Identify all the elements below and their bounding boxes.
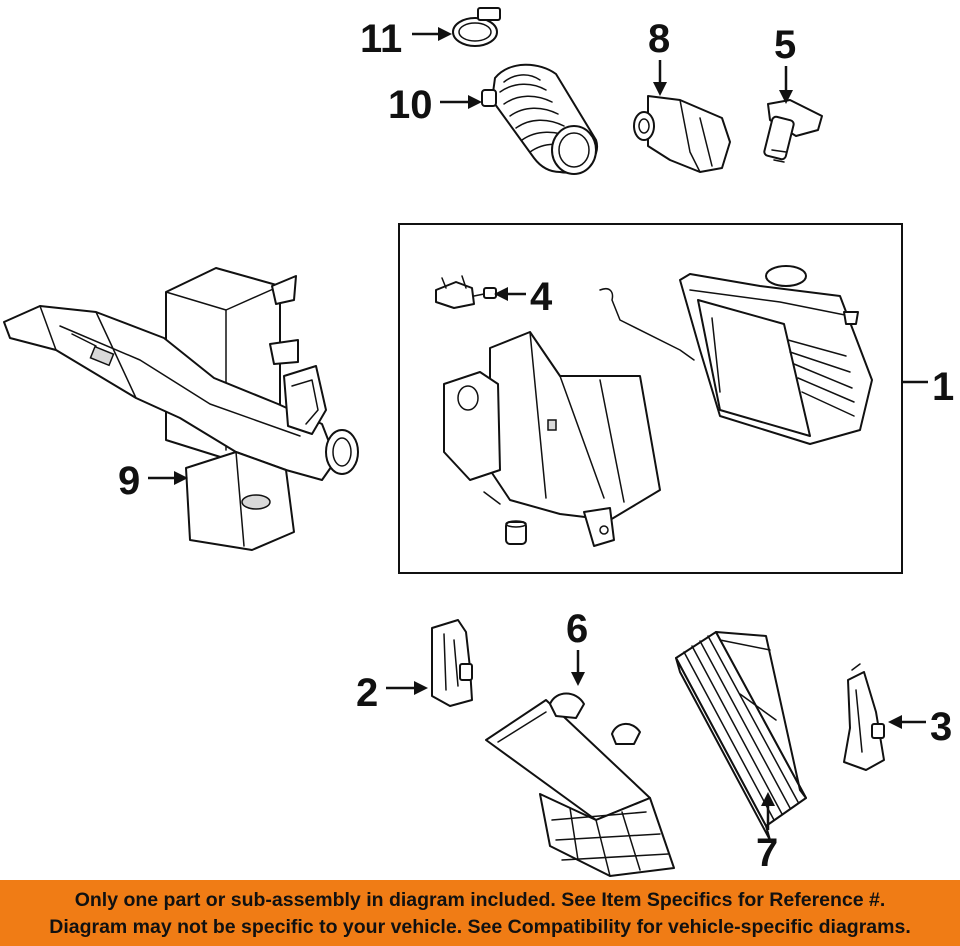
callout-10: 10: [388, 83, 482, 127]
part-7-air-filter: [675, 631, 807, 841]
part-2-bracket: [431, 619, 473, 707]
part-4-connector: [435, 275, 497, 309]
svg-text:9: 9: [118, 459, 140, 503]
part-1-lower-airbox: [443, 331, 661, 547]
svg-text:3: 3: [930, 705, 952, 749]
callout-4: 4: [494, 275, 553, 319]
svg-text:7: 7: [756, 831, 778, 875]
part-5-maf-sensor: [763, 99, 823, 163]
disclaimer-line-2: Diagram may not be specific to your vehi…: [49, 916, 911, 938]
callout-8: 8: [648, 17, 670, 96]
svg-text:10: 10: [388, 83, 433, 127]
callout-1: 1: [902, 365, 954, 409]
parts-diagram: 11 10 8 5 4 1 9 6 2 3: [3, 7, 954, 877]
callout-9: 9: [118, 459, 188, 503]
svg-text:11: 11: [360, 17, 402, 61]
part-9-intake-duct: [3, 267, 359, 551]
assembly-1-frame: [398, 223, 903, 574]
part-3-bracket: [843, 663, 885, 771]
callout-2: 2: [356, 671, 428, 715]
part-8-sensor-housing: [633, 95, 731, 173]
callout-3: 3: [888, 705, 952, 749]
disclaimer-banner: Only one part or sub-assembly in diagram…: [0, 880, 960, 946]
part-11-clamp: [452, 7, 501, 47]
svg-text:6: 6: [566, 607, 588, 651]
part-6-lower-tray: [485, 692, 675, 877]
part-10-hose: [481, 63, 599, 175]
callout-6: 6: [566, 607, 588, 686]
svg-text:8: 8: [648, 17, 670, 61]
svg-text:5: 5: [774, 23, 796, 67]
disclaimer-line-1: Only one part or sub-assembly in diagram…: [74, 889, 886, 911]
callout-11: 11: [360, 17, 452, 61]
part-1-upper-cover: [599, 265, 873, 445]
svg-text:1: 1: [932, 365, 954, 409]
callout-7: 7: [756, 792, 778, 875]
svg-text:2: 2: [356, 671, 378, 715]
svg-text:4: 4: [530, 275, 553, 319]
callout-5: 5: [774, 23, 796, 104]
